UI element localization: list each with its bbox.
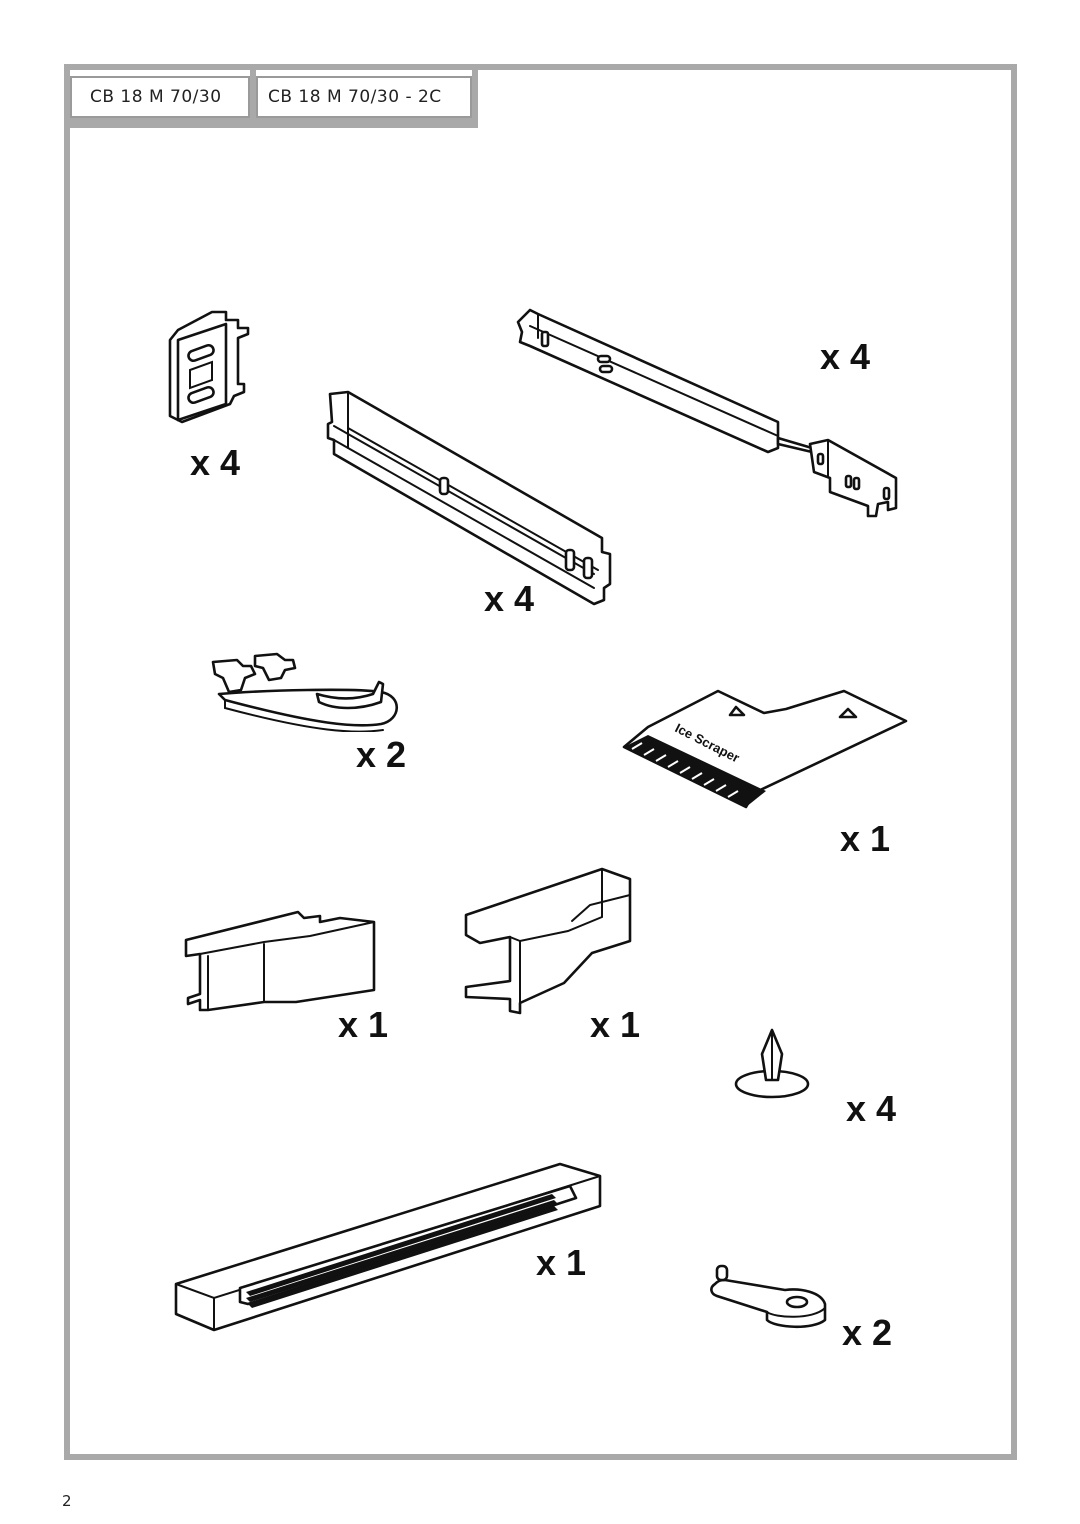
vent-grille-quantity: x 1 [536,1242,587,1283]
tab-strip-border [64,118,478,128]
bracket-clip-quantity: x 4 [190,442,241,483]
tab-strip-border-right [472,64,478,128]
bracket-clip-illustration [168,310,250,424]
spanner-tool-quantity: x 2 [356,734,407,775]
tab-divider [250,70,256,128]
slide-rail-illustration [516,308,898,518]
right-profile-bracket-quantity: x 1 [590,1004,641,1045]
tab-model-cb18m7030: CB 18 M 70/30 [70,76,250,118]
left-profile-bracket-illustration [184,910,376,1012]
push-rivet-quantity: x 4 [846,1088,897,1129]
spanner-tool-illustration [211,652,398,732]
slide-rail-quantity: x 4 [820,336,871,377]
hinge-cap-illustration [710,1264,827,1329]
long-rail-quantity: x 4 [484,578,535,619]
ice-scraper-illustration: Ice Scraper [622,689,908,809]
page-number: 2 [62,1492,72,1510]
page-frame [64,64,1017,1460]
tab-model-cb18m7030-2c: CB 18 M 70/30 - 2C [256,76,472,118]
left-profile-bracket-quantity: x 1 [338,1004,389,1045]
long-rail-illustration [326,390,612,606]
hinge-cap-quantity: x 2 [842,1312,893,1353]
push-rivet-illustration [734,1028,810,1099]
right-profile-bracket-illustration [464,867,632,1015]
vent-grille-illustration [174,1162,602,1332]
ice-scraper-quantity: x 1 [840,818,891,859]
